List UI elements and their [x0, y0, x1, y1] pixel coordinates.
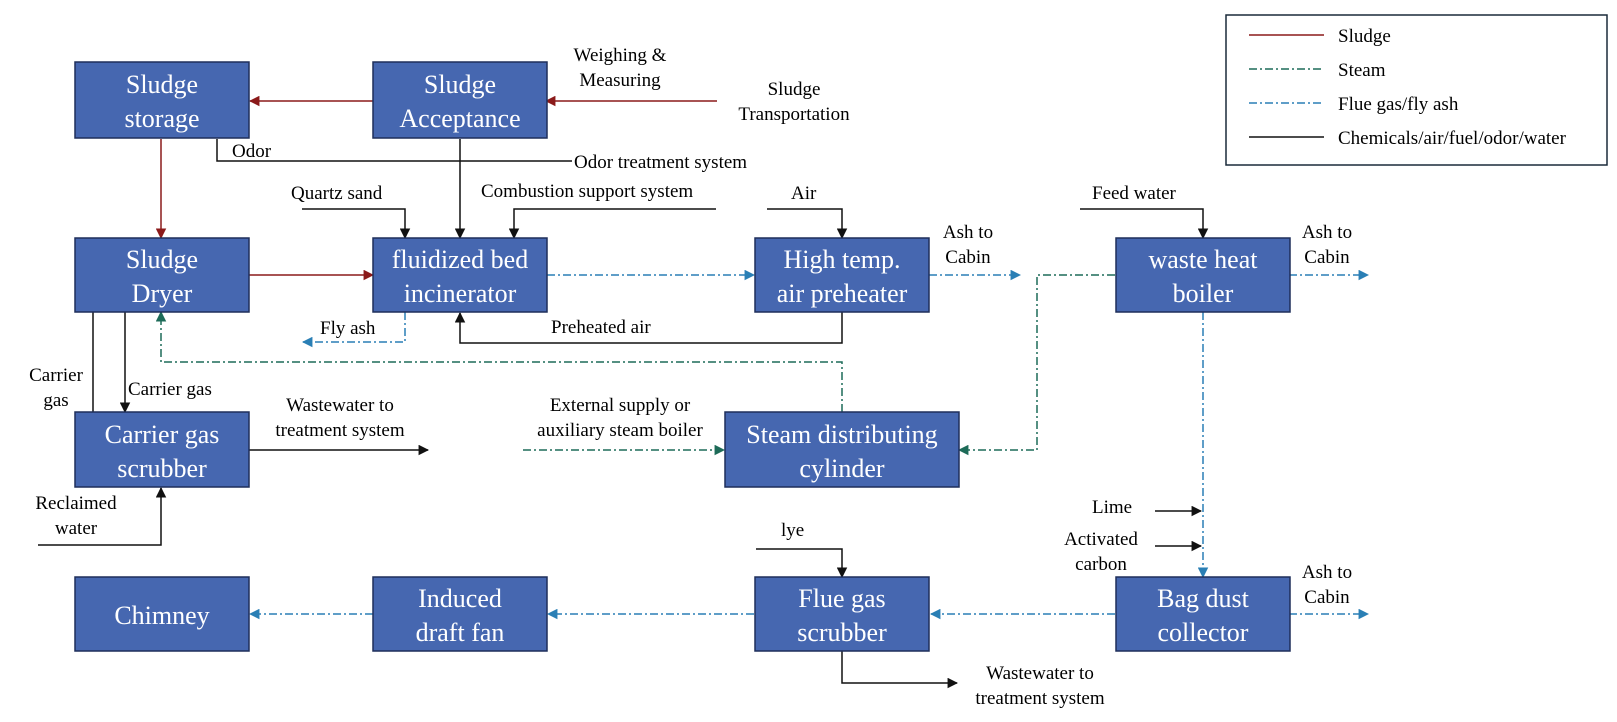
carrier-gas-right-label: Carrier gas: [128, 379, 212, 400]
preheated-air-label: Preheated air: [551, 317, 651, 338]
transportation-label-2: Transportation: [738, 104, 850, 125]
wastewater-2-label-2: treatment system: [975, 688, 1104, 709]
flue-gas-scrubber-box: Flue gas scrubber: [754, 576, 930, 652]
quartz-sand-label: Quartz sand: [291, 183, 383, 204]
ash-cabin-3-label-2: Cabin: [1304, 587, 1350, 608]
ash-cabin-1-label-2: Cabin: [945, 247, 991, 268]
sludge-acceptance-label-1: Sludge: [424, 70, 496, 99]
odor-line: [216, 139, 572, 162]
air-preheater-label-2: air preheater: [777, 279, 908, 308]
legend-sludge-label: Sludge: [1338, 26, 1391, 47]
feed-water-line: [1080, 208, 1209, 240]
sludge-dryer-label-2: Dryer: [132, 279, 193, 308]
incinerator-label-2: incinerator: [404, 279, 517, 308]
lye-label: lye: [781, 520, 804, 541]
air-preheater-box: High temp. air preheater: [754, 237, 930, 313]
wastewater-2-line: [841, 651, 959, 689]
waste-heat-boiler-label-1: waste heat: [1148, 245, 1258, 274]
waste-heat-boiler-label-2: boiler: [1173, 279, 1234, 308]
flue-gas-scrubber-label-1: Flue gas: [798, 584, 885, 613]
sludge-storage-box: Sludge storage: [74, 61, 250, 139]
reclaimed-water-label-2: water: [55, 518, 98, 539]
feed-water-label: Feed water: [1092, 183, 1177, 204]
sludge-storage-label-2: storage: [124, 104, 199, 133]
steam-cylinder-label-2: cylinder: [799, 454, 885, 483]
induced-draft-fan-box: Induced draft fan: [372, 576, 548, 652]
chimney-box: Chimney: [74, 576, 250, 652]
legend: Sludge Steam Flue gas/fly ash Chemicals/…: [1225, 14, 1608, 166]
fly-ash-label: Fly ash: [320, 318, 376, 339]
quartz-sand-line: [302, 208, 411, 240]
wastewater-1-label-1: Wastewater to: [286, 395, 394, 416]
ash-cabin-2-label-1: Ash to: [1302, 222, 1352, 243]
legend-flue-label: Flue gas/fly ash: [1338, 94, 1459, 115]
sludge-storage-label-1: Sludge: [126, 70, 198, 99]
incinerator-label-1: fluidized bed: [392, 245, 528, 274]
odor-treatment-label: Odor treatment system: [574, 152, 747, 173]
flow-labels: Weighing & Measuring Sludge Transportati…: [29, 45, 1352, 709]
steam-cylinder-box: Steam distributing cylinder: [724, 411, 960, 488]
induced-draft-fan-label-2: draft fan: [416, 618, 505, 647]
connectors: [38, 95, 1370, 689]
induced-draft-fan-label-1: Induced: [418, 584, 502, 613]
carrier-gas-scrubber-label-2: scrubber: [117, 454, 207, 483]
carrier-gas-left-label-2: gas: [43, 390, 68, 411]
bag-dust-collector-box: Bag dust collector: [1115, 576, 1291, 652]
external-supply-label-1: External supply or: [550, 395, 691, 416]
incinerator-box: fluidized bed incinerator: [372, 237, 548, 313]
fly-ash-line: [301, 312, 406, 348]
lime-label: Lime: [1092, 497, 1132, 518]
reclaimed-water-label-1: Reclaimed: [35, 493, 117, 514]
wastewater-1-label-2: treatment system: [275, 420, 404, 441]
activated-carbon-label-2: carbon: [1075, 554, 1127, 575]
reclaimed-water-line: [38, 486, 167, 546]
wastewater-2-label-1: Wastewater to: [986, 663, 1094, 684]
sludge-dryer-box: Sludge Dryer: [74, 237, 250, 313]
external-supply-label-2: auxiliary steam boiler: [537, 420, 703, 441]
steam-to-dryer-line: [155, 310, 843, 412]
odor-label: Odor: [232, 141, 272, 162]
flue-gas-scrubber-label-2: scrubber: [797, 618, 887, 647]
sludge-acceptance-box: Sludge Acceptance: [372, 61, 548, 139]
air-preheater-label-1: High temp.: [784, 245, 901, 274]
bag-dust-collector-label-1: Bag dust: [1157, 584, 1250, 613]
bag-dust-collector-label-2: collector: [1158, 618, 1249, 647]
legend-steam-label: Steam: [1338, 60, 1386, 81]
carrier-gas-left-label-1: Carrier: [29, 365, 83, 386]
air-line: [767, 208, 848, 240]
chimney-label: Chimney: [114, 601, 209, 630]
steam-cylinder-label-1: Steam distributing: [746, 420, 937, 449]
waste-heat-boiler-box: waste heat boiler: [1115, 237, 1291, 313]
preheated-air-line: [454, 311, 843, 344]
transportation-label-1: Sludge: [768, 79, 821, 100]
carrier-gas-scrubber-box: Carrier gas scrubber: [74, 411, 250, 488]
activated-carbon-label-1: Activated: [1064, 529, 1138, 550]
legend-chemicals-label: Chemicals/air/fuel/odor/water: [1338, 128, 1567, 149]
sludge-dryer-label-1: Sludge: [126, 245, 198, 274]
lye-line: [756, 548, 848, 579]
combustion-support-label: Combustion support system: [481, 181, 693, 202]
weighing-label-1: Weighing &: [574, 45, 667, 66]
air-label: Air: [791, 183, 817, 204]
sludge-acceptance-label-2: Acceptance: [399, 104, 520, 133]
carrier-gas-scrubber-label-1: Carrier gas: [105, 420, 220, 449]
weighing-label-2: Measuring: [579, 70, 661, 91]
ash-cabin-3-label-1: Ash to: [1302, 562, 1352, 583]
boiler-steam-to-cylinder-line: [957, 274, 1115, 456]
combustion-support-line: [508, 208, 716, 240]
ash-cabin-2-label-2: Cabin: [1304, 247, 1350, 268]
ash-cabin-1-label-1: Ash to: [943, 222, 993, 243]
